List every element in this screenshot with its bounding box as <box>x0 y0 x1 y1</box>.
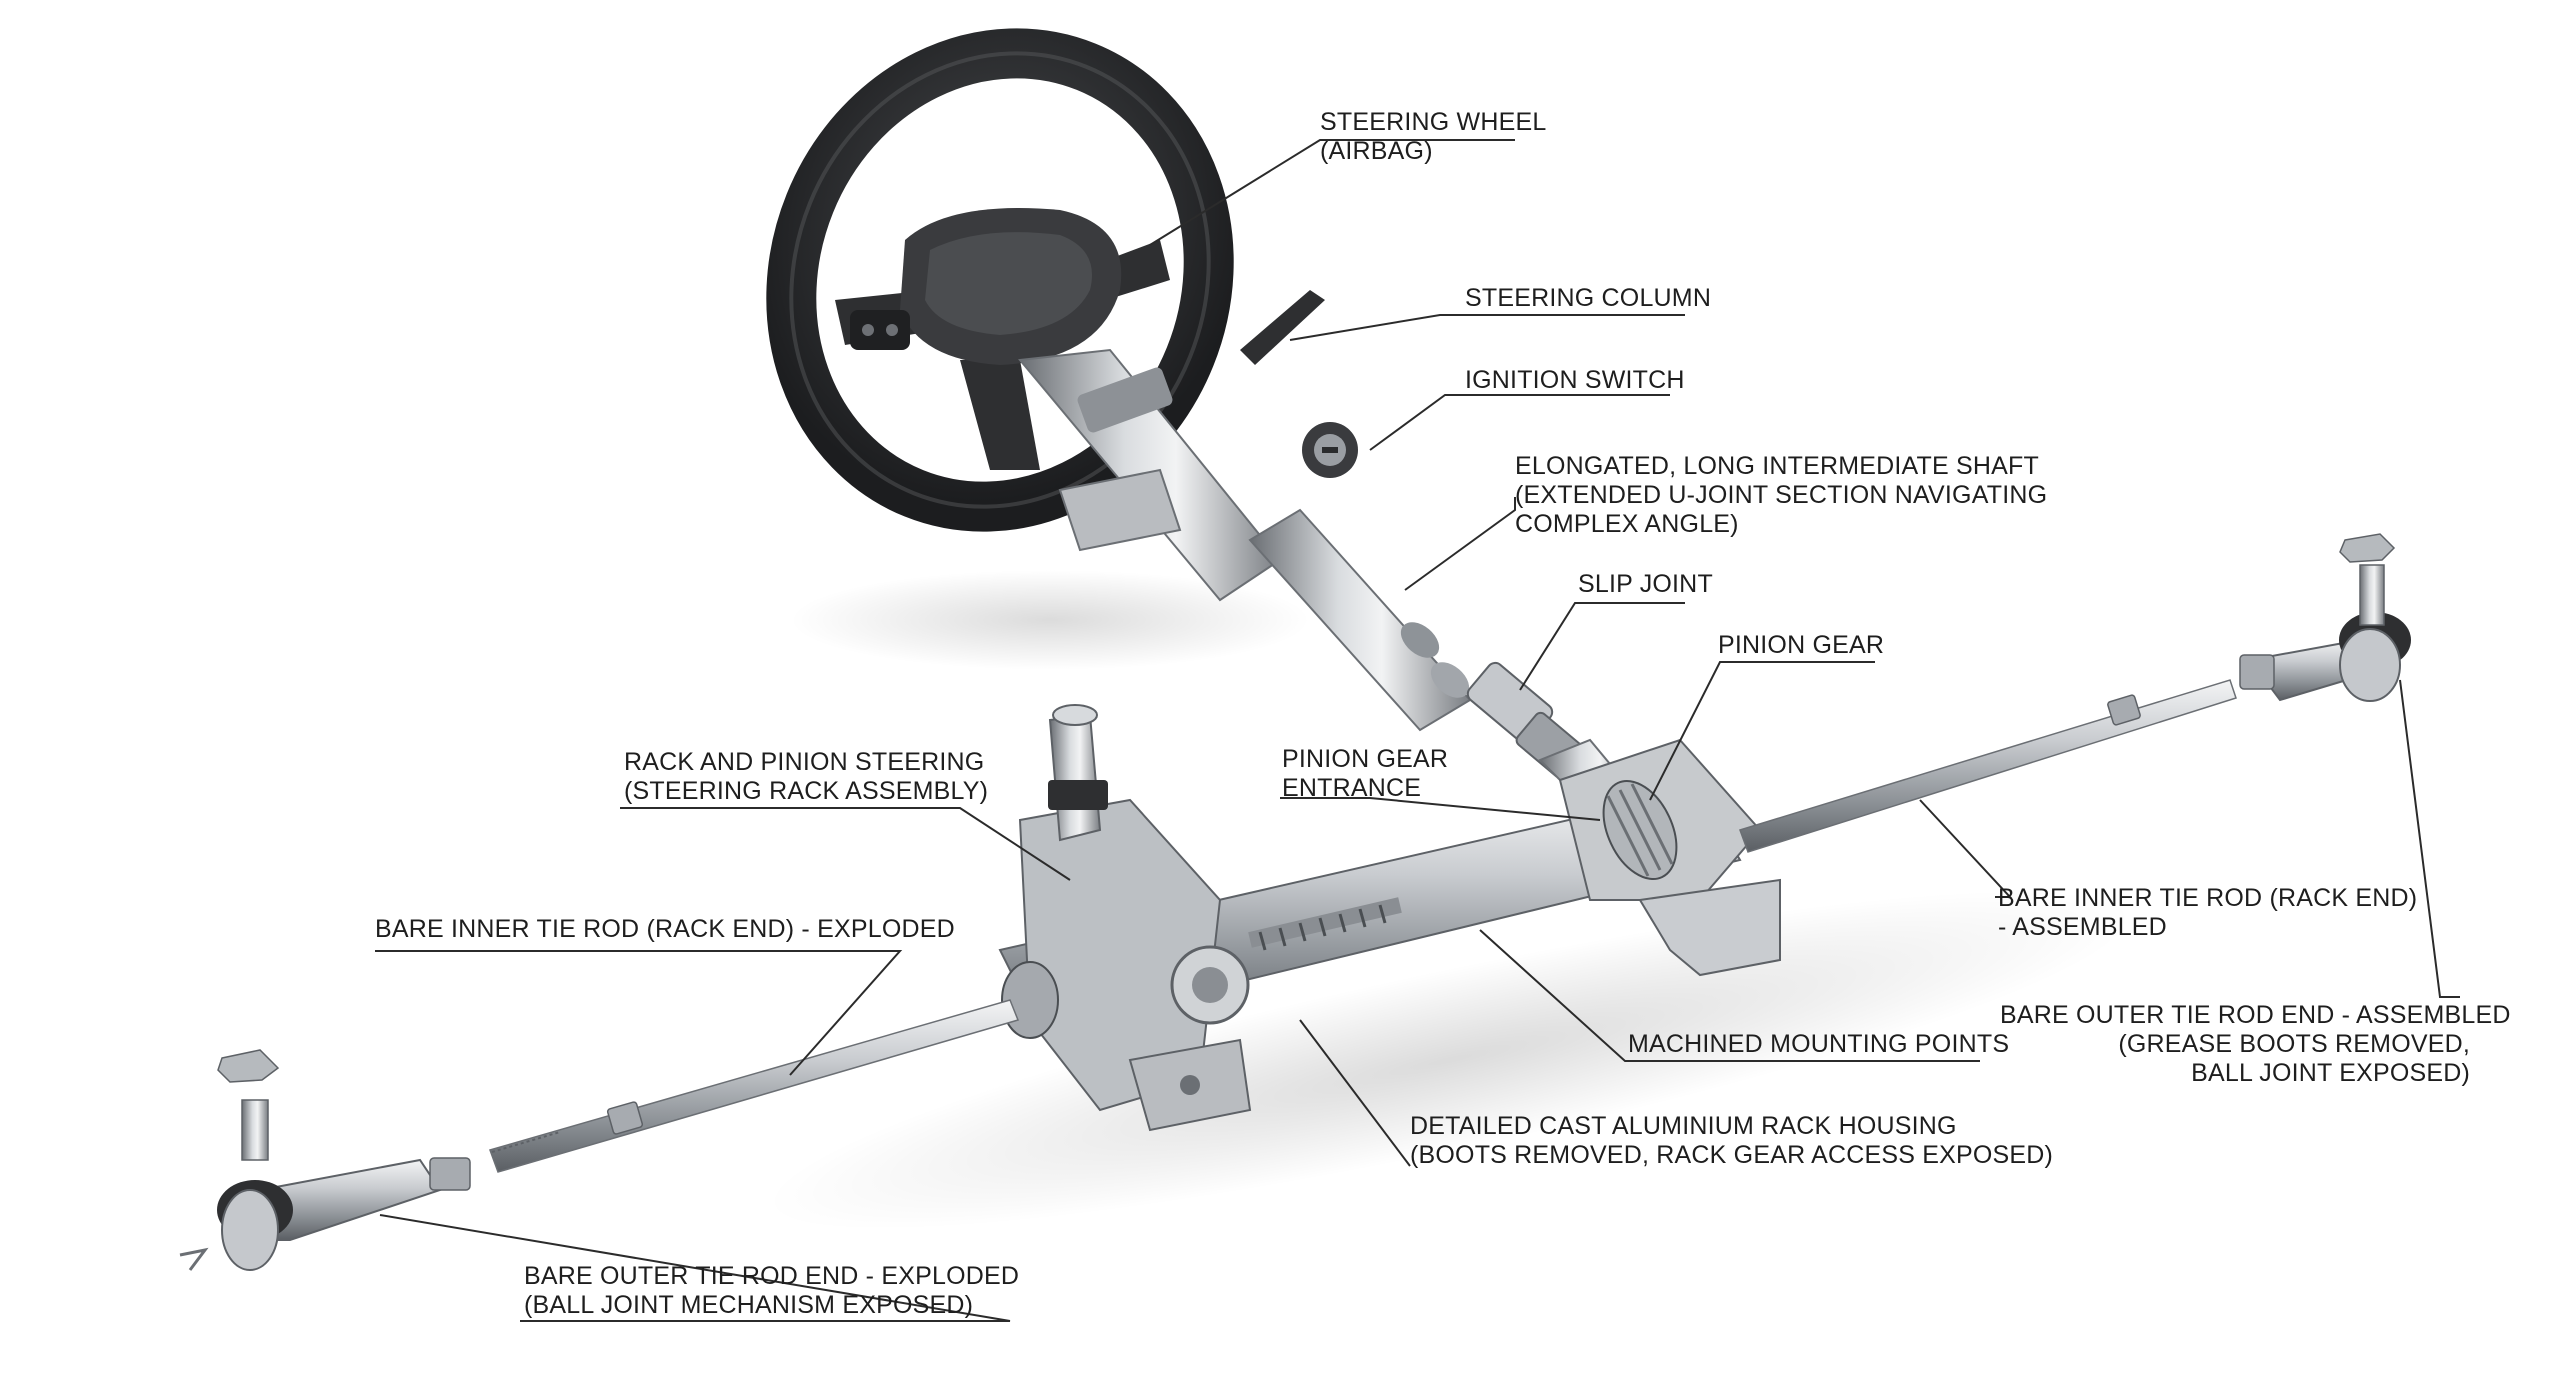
label-intermediate-shaft-line1: ELONGATED, LONG INTERMEDIATE SHAFT <box>1515 452 2039 480</box>
right-outer-tie-rod-end <box>2239 533 2411 702</box>
leader-bare-outer-assembled <box>2399 679 2460 998</box>
label-bare-outer-assembled: BARE OUTER TIE ROD END - ASSEMBLED (GREA… <box>2000 1001 2511 1088</box>
label-bare-outer-assembled-line2: (GREASE BOOTS REMOVED, <box>2118 1030 2470 1058</box>
label-steering-column: STEERING COLUMN <box>1465 284 1711 313</box>
label-rack-housing-line1: DETAILED CAST ALUMINIUM RACK HOUSING <box>1410 1112 1957 1140</box>
label-bare-inner-assembled-line1: BARE INNER TIE ROD (RACK END) <box>1998 884 2418 912</box>
leader-ignition-switch <box>1369 394 1670 451</box>
rack-housing <box>998 704 1781 1132</box>
label-bare-outer-exploded: BARE OUTER TIE ROD END - EXPLODED (BALL … <box>524 1262 1019 1320</box>
label-pinion-gear-line1: PINION GEAR <box>1718 631 1885 659</box>
steering-wheel <box>766 28 1234 532</box>
label-rack-and-pinion-line2: (STEERING RACK ASSEMBLY) <box>624 777 989 805</box>
leader-bare-inner-exploded <box>375 950 903 1076</box>
left-outer-tie-rod-end <box>179 1049 471 1271</box>
leader-intermediate-shaft <box>1404 497 1516 591</box>
label-rack-housing: DETAILED CAST ALUMINIUM RACK HOUSING (BO… <box>1410 1112 2053 1170</box>
right-inner-tie-rod <box>1739 679 2237 853</box>
label-bare-outer-exploded-line1: BARE OUTER TIE ROD END - EXPLODED <box>524 1262 1020 1290</box>
leader-lines <box>375 139 2460 1322</box>
label-steering-column-line1: STEERING COLUMN <box>1465 284 1712 312</box>
ground-shadows <box>765 570 2135 1231</box>
label-bare-inner-exploded-line1: BARE INNER TIE ROD (RACK END) - EXPLODED <box>375 915 955 943</box>
rack-gear-teeth <box>1248 897 1402 951</box>
leader-steering-wheel <box>1149 139 1515 246</box>
label-pinion-gear: PINION GEAR <box>1718 631 1884 660</box>
label-pinion-gear-entrance: PINION GEAR ENTRANCE <box>1282 745 1448 803</box>
label-steering-wheel-line2: (AIRBAG) <box>1320 137 1433 165</box>
label-bare-inner-assembled: BARE INNER TIE ROD (RACK END) - ASSEMBLE… <box>1998 884 2417 942</box>
label-rack-and-pinion-line1: RACK AND PINION STEERING <box>624 748 985 776</box>
leader-steering-column <box>1289 314 1685 341</box>
label-bare-outer-assembled-line3: BALL JOINT EXPOSED) <box>2191 1059 2470 1087</box>
ignition-switch <box>1302 422 1358 478</box>
label-bare-inner-exploded: BARE INNER TIE ROD (RACK END) - EXPLODED <box>375 915 955 944</box>
label-ignition-switch: IGNITION SWITCH <box>1465 366 1685 395</box>
leader-bare-outer-exploded <box>379 1214 1011 1322</box>
leader-pinion-gear <box>1649 661 1875 801</box>
label-slip-joint-line1: SLIP JOINT <box>1578 570 1713 598</box>
intermediate-shaft <box>1248 508 1472 732</box>
leader-bare-inner-assembled <box>1919 799 2013 898</box>
leader-machined-mounting <box>1479 929 1980 1062</box>
label-machined-mounting: MACHINED MOUNTING POINTS <box>1628 1030 2009 1059</box>
pinion-gear <box>1602 779 1678 881</box>
label-intermediate-shaft-line2: (EXTENDED U-JOINT SECTION NAVIGATING <box>1515 481 2048 509</box>
label-rack-housing-line2: (BOOTS REMOVED, RACK GEAR ACCESS EXPOSED… <box>1410 1141 2054 1169</box>
leader-slip-joint <box>1519 602 1685 691</box>
label-rack-and-pinion: RACK AND PINION STEERING (STEERING RACK … <box>624 748 988 806</box>
leader-pinion-gear-entrance <box>1280 797 1601 821</box>
steering-column <box>1018 290 1325 602</box>
label-ignition-switch-line1: IGNITION SWITCH <box>1465 366 1685 394</box>
label-bare-outer-exploded-line2: (BALL JOINT MECHANISM EXPOSED) <box>524 1291 974 1319</box>
label-slip-joint: SLIP JOINT <box>1578 570 1713 599</box>
label-intermediate-shaft: ELONGATED, LONG INTERMEDIATE SHAFT (EXTE… <box>1515 452 2047 539</box>
label-steering-wheel-line1: STEERING WHEEL <box>1320 108 1547 136</box>
left-inner-tie-rod <box>489 999 1020 1173</box>
label-pinion-gear-entrance-line2: ENTRANCE <box>1282 774 1422 802</box>
leader-rack-housing <box>1299 1019 1411 1167</box>
label-machined-mounting-line1: MACHINED MOUNTING POINTS <box>1628 1030 2010 1058</box>
label-bare-inner-assembled-line2: - ASSEMBLED <box>1998 913 2167 941</box>
label-bare-outer-assembled-line1: BARE OUTER TIE ROD END - ASSEMBLED <box>2000 1001 2511 1029</box>
label-pinion-gear-entrance-line1: PINION GEAR <box>1282 745 1449 773</box>
label-intermediate-shaft-line3: COMPLEX ANGLE) <box>1515 510 1739 538</box>
label-steering-wheel: STEERING WHEEL (AIRBAG) <box>1320 108 1546 166</box>
leader-rack-and-pinion <box>620 807 1071 881</box>
